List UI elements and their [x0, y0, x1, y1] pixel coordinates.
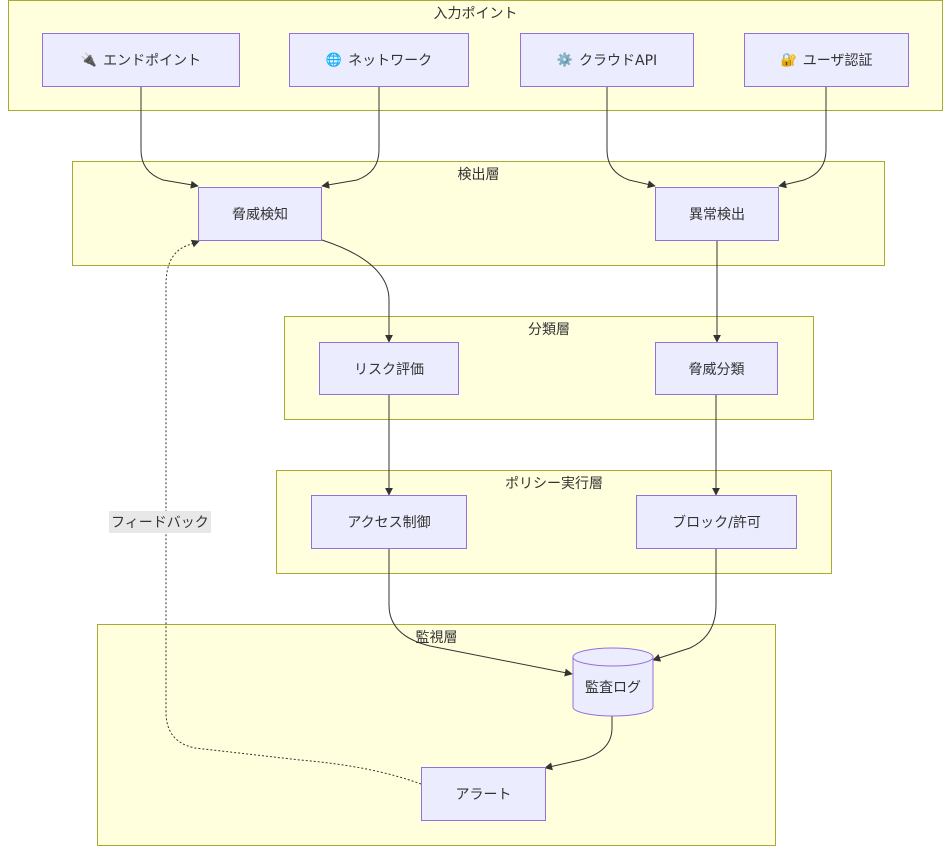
edge-block-to-audit-log: [652, 549, 717, 662]
node-user-auth-label: ユーザ認証: [802, 53, 873, 69]
node-endpoint-label: エンドポイント: [103, 53, 202, 69]
node-threat-classification[interactable]: 脅威分類: [655, 342, 778, 395]
layer-title-policy: ポリシー実行層: [505, 476, 603, 492]
node-threat-detection-label: 脅威検知: [232, 207, 288, 223]
edge-cloudapi-to-anomaly-detection: [606, 87, 656, 189]
edge-label-feedback: フィードバック: [109, 511, 211, 533]
node-audit-log[interactable]: 監査ログ: [572, 647, 654, 717]
node-risk-assessment[interactable]: リスク評価: [319, 342, 459, 395]
edge-access-control-to-audit-log: [388, 549, 573, 677]
node-block-allow-label: ブロック/許可: [672, 515, 761, 531]
gear-icon: ⚙️: [556, 52, 574, 68]
edge-network-to-threat-detection: [321, 87, 380, 189]
lock-key-icon: 🔐: [780, 52, 797, 68]
layer-title-input: 入力ポイント: [433, 6, 518, 22]
globe-icon: 🌐: [325, 52, 343, 68]
node-alert[interactable]: アラート: [421, 767, 546, 821]
node-threat-classification-label: 脅威分類: [688, 361, 745, 378]
node-anomaly-detection-label: 異常検出: [689, 207, 745, 223]
node-block-allow[interactable]: ブロック/許可: [636, 495, 797, 549]
node-cloud-api[interactable]: ⚙️ クラウドAPI: [520, 33, 694, 87]
layer-title-classification: 分類層: [528, 322, 570, 338]
cylinder-shape: [572, 647, 654, 717]
node-access-control-label: アクセス制御: [347, 515, 431, 531]
edge-threat-detection-to-risk: [321, 239, 393, 343]
plug-icon: 🔌: [80, 52, 98, 68]
node-audit-log-label: 監査ログ: [585, 680, 641, 696]
node-network[interactable]: 🌐 ネットワーク: [289, 33, 469, 87]
node-access-control[interactable]: アクセス制御: [311, 495, 467, 549]
edge-audit-log-to-alert: [544, 716, 613, 771]
node-risk-assessment-label: リスク評価: [354, 361, 424, 378]
edge-alert-to-threat-detection: [165, 239, 422, 785]
layer-title-monitoring: 監視層: [415, 630, 458, 646]
node-alert-label: アラート: [455, 787, 512, 803]
node-cloud-api-label: クラウドAPI: [579, 53, 658, 69]
node-anomaly-detection[interactable]: 異常検出: [655, 187, 779, 241]
edge-userauth-to-anomaly-detection: [778, 87, 827, 189]
node-endpoint[interactable]: 🔌 エンドポイント: [42, 33, 240, 87]
edge-endpoint-to-threat-detection: [140, 87, 199, 189]
node-user-auth[interactable]: 🔐 ユーザ認証: [744, 33, 909, 87]
node-threat-detection[interactable]: 脅威検知: [198, 187, 322, 241]
layer-title-detection: 検出層: [457, 167, 500, 183]
node-network-label: ネットワーク: [348, 53, 433, 69]
